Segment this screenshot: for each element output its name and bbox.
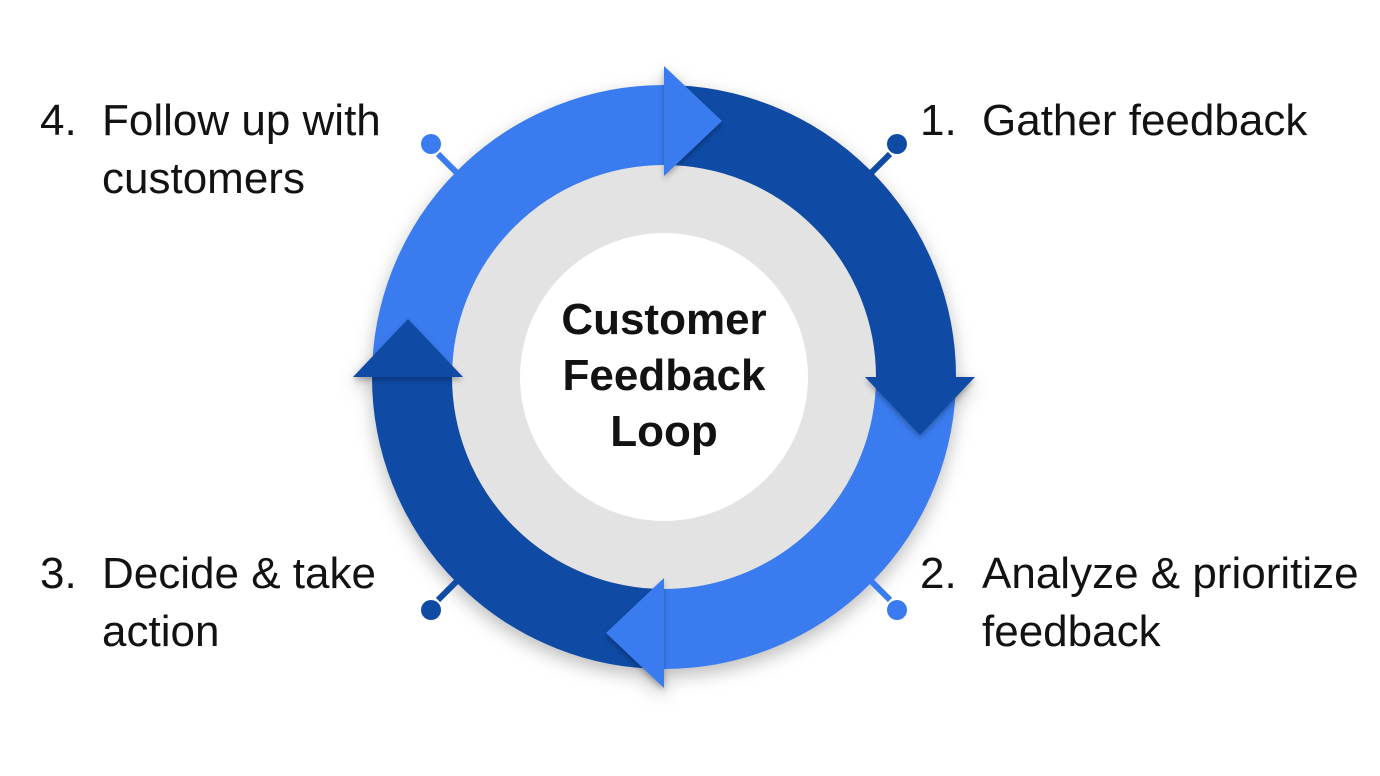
step-number: 4.: [40, 96, 77, 145]
connector-line-step-2: [868, 578, 893, 603]
step-label-gather-feedback: 1. Gather feedback: [920, 92, 1307, 150]
step-text-line: Decide & take: [102, 549, 376, 598]
loop-ring: [353, 66, 975, 688]
diagram-title-line-1: Customer: [561, 295, 767, 344]
step-label-decide-take-action: 3. Decide & take action: [40, 545, 376, 661]
connector-dot-step-4: [421, 134, 441, 154]
step-text-line: feedback: [982, 607, 1161, 656]
connector-dot-step-3: [421, 600, 441, 620]
diagram-title-line-3: Loop: [610, 407, 718, 456]
connectors: [421, 134, 907, 620]
step-text: Decide & take action: [102, 545, 376, 661]
connector-dot-step-2: [887, 600, 907, 620]
connector-line-step-3: [435, 578, 460, 603]
step-text-line: action: [102, 607, 220, 656]
arc-segment-top-right: [663, 85, 956, 378]
arrowhead-bottom-west-icon: [606, 578, 664, 688]
connector-dot-step-1: [887, 134, 907, 154]
step-text: Analyze & prioritize feedback: [982, 545, 1359, 661]
step-text: Follow up with customers: [102, 92, 381, 208]
step-text: Gather feedback: [982, 92, 1307, 150]
step-number: 3.: [40, 549, 77, 598]
diagram-title-line-2: Feedback: [562, 351, 766, 400]
arrowhead-left-north-icon: [353, 319, 463, 377]
arrowhead-top-east-icon: [664, 66, 722, 176]
connector-line-step-4: [435, 151, 460, 176]
step-label-follow-up: 4. Follow up with customers: [40, 92, 381, 208]
arc-segment-bottom-right: [663, 376, 956, 669]
step-text-line: Analyze & prioritize: [982, 549, 1359, 598]
arrowhead-right-south-icon: [865, 377, 975, 435]
diagram-title: Customer Feedback Loop: [464, 292, 864, 460]
arc-segment-bottom-left: [372, 376, 665, 669]
step-number: 1.: [920, 96, 957, 145]
step-label-analyze-prioritize: 2. Analyze & prioritize feedback: [920, 545, 1359, 661]
connector-line-step-1: [868, 151, 893, 176]
step-text-line: customers: [102, 154, 305, 203]
step-number: 2.: [920, 549, 957, 598]
center-white-circle: [520, 233, 808, 521]
step-text-line: Gather feedback: [982, 96, 1308, 145]
arc-segment-top-left: [372, 85, 665, 378]
step-text-line: Follow up with: [102, 96, 381, 145]
